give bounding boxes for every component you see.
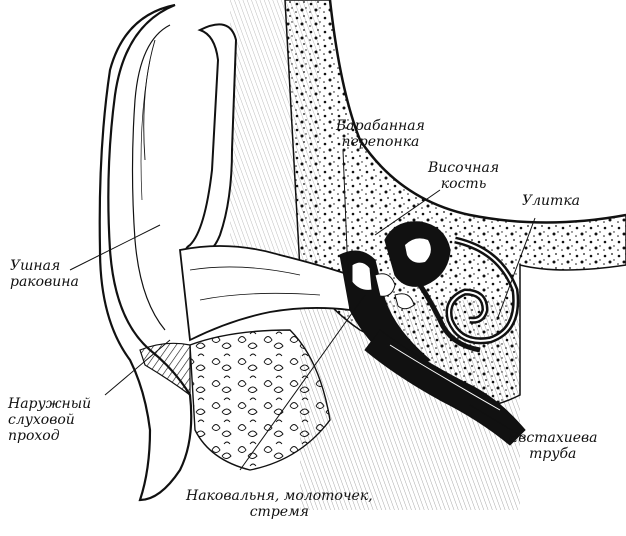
label-canal-line1: Наружный xyxy=(8,396,92,412)
label-auricle-line1: Ушная xyxy=(10,258,61,274)
label-ossicles: Наковальня, молоточек, стремя xyxy=(186,488,373,520)
label-cochlea: Улитка xyxy=(522,193,580,209)
label-temporal-bone: Височная кость xyxy=(428,160,499,192)
label-eustachian-tube: Евстахиева труба xyxy=(508,430,598,462)
label-temporal-line2: кость xyxy=(440,176,487,192)
label-canal-line2: слуховой xyxy=(8,412,75,428)
label-tympanic-line2: перепонка xyxy=(341,134,420,150)
label-ear-canal: Наружный слуховой проход xyxy=(8,396,91,444)
label-tympanic-line1: Барабанная xyxy=(336,118,425,134)
label-cochlea-line1: Улитка xyxy=(522,193,581,209)
label-canal-line3: проход xyxy=(8,428,60,444)
label-auricle: Ушная раковина xyxy=(10,258,79,290)
leader-lines xyxy=(69,149,536,471)
label-tympanic-membrane: Барабанная перепонка xyxy=(336,118,425,150)
label-auricle-line2: раковина xyxy=(10,274,79,290)
cochlea-shape xyxy=(384,221,520,353)
mastoid-region xyxy=(189,329,331,471)
label-temporal-line1: Височная xyxy=(428,160,500,176)
label-eustachian-line1: Евстахиева xyxy=(508,430,598,446)
label-ossicles-line1: Наковальня, молоточек, xyxy=(186,488,373,504)
middle-ear xyxy=(339,250,431,371)
label-eustachian-line2: труба xyxy=(529,446,577,462)
eustachian-tube-shape xyxy=(364,329,526,446)
label-ossicles-line2: стремя xyxy=(249,504,309,520)
